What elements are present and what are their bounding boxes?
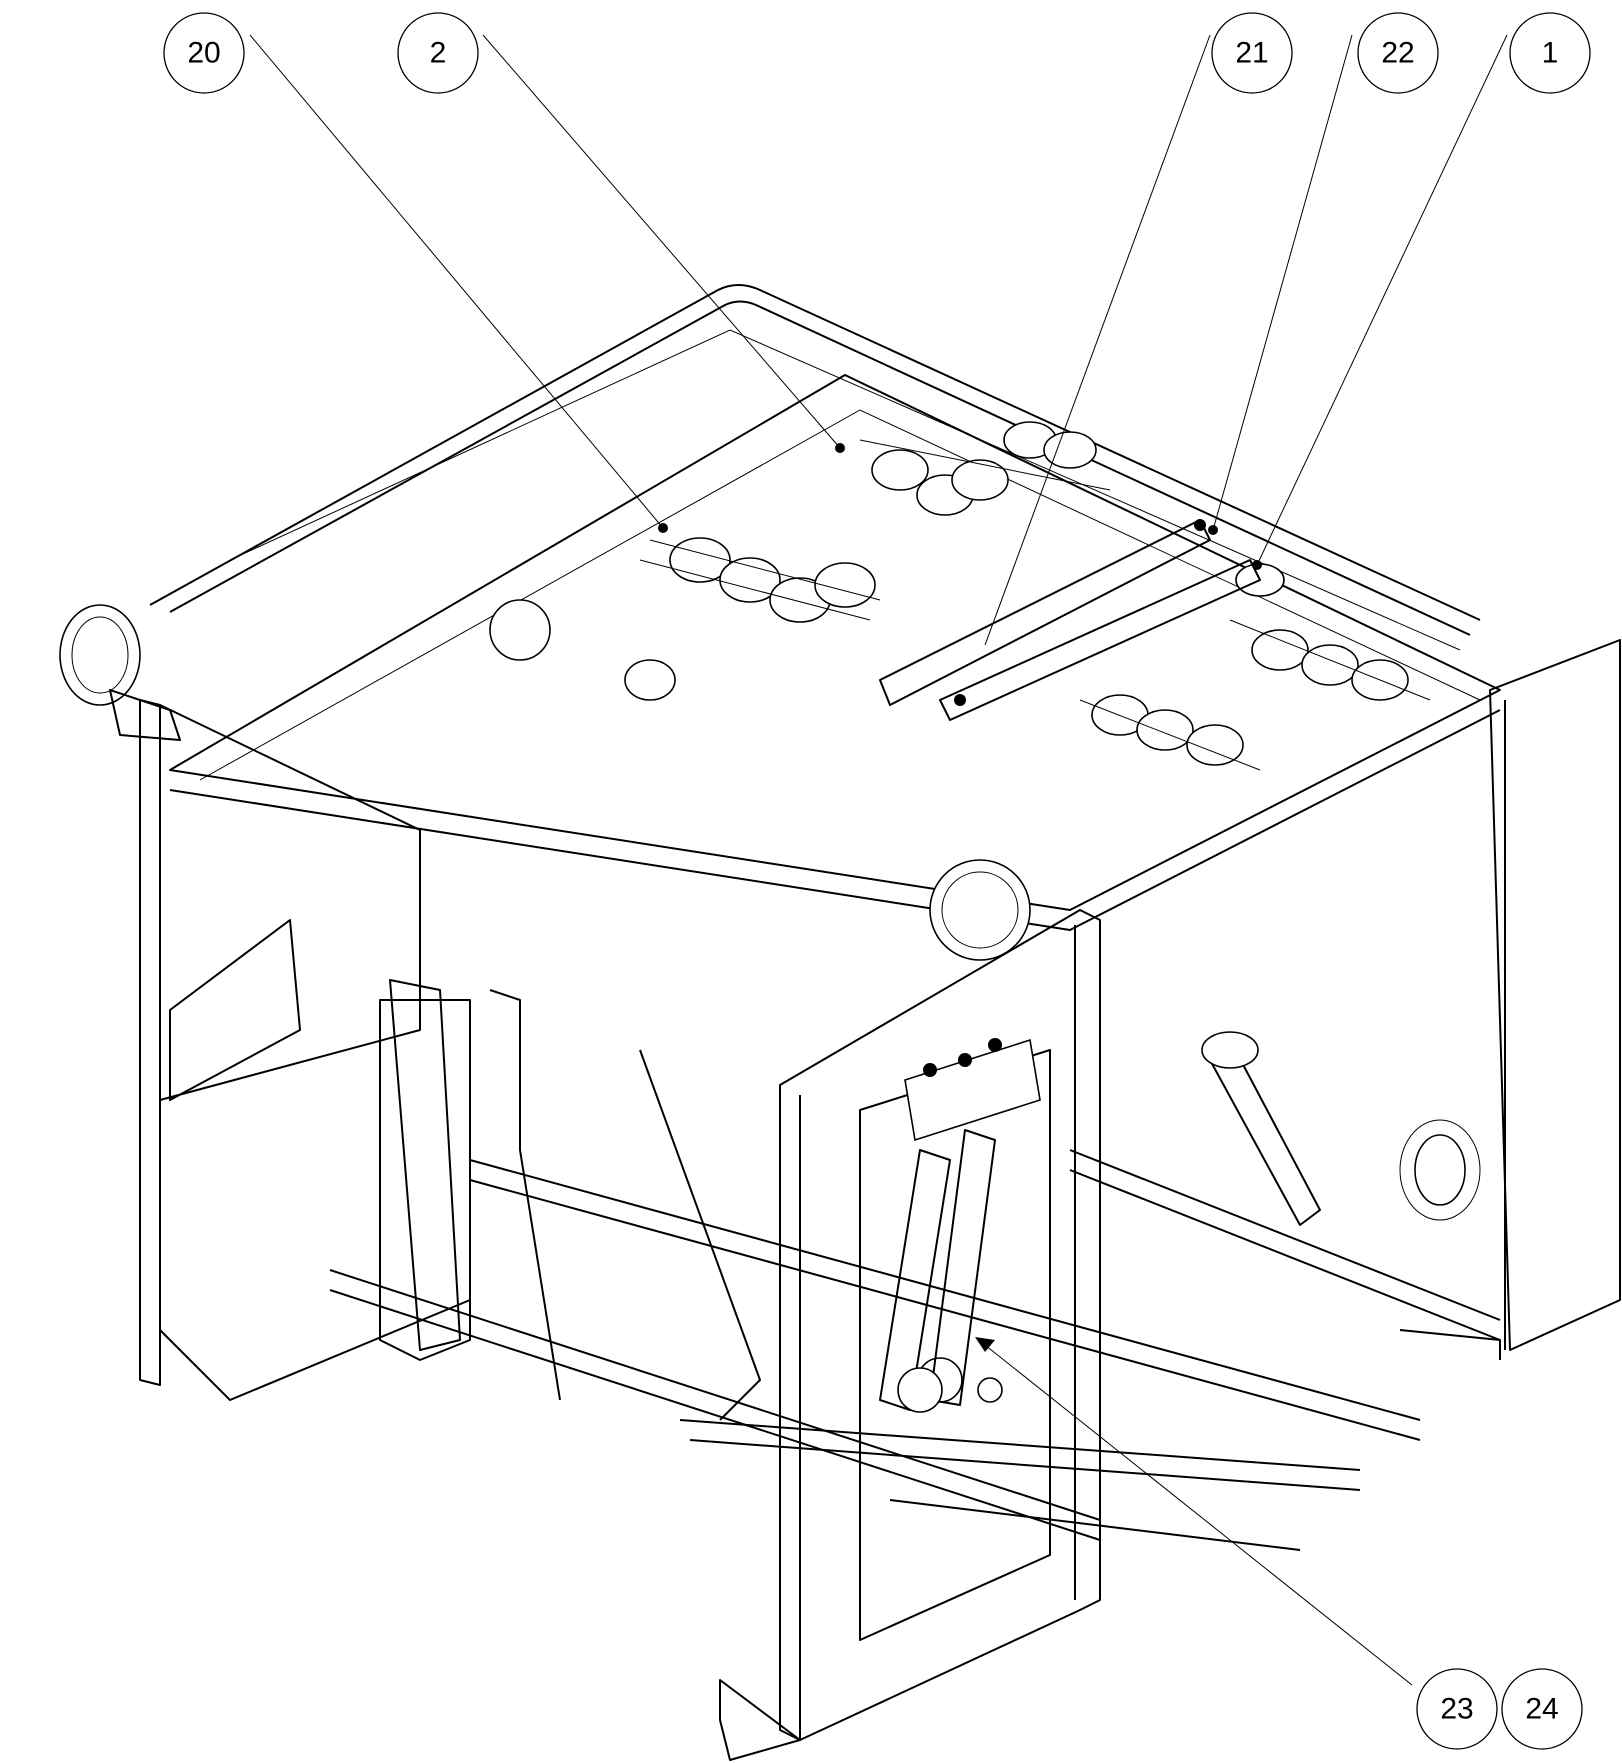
callout-20-label: 20: [187, 37, 220, 70]
center-posts: [389, 979, 761, 1421]
leader-2: [482, 34, 841, 449]
top-guard-rail: [149, 284, 1481, 651]
front-right-frame: [719, 909, 1101, 1761]
leader-lines: [249, 34, 1508, 1686]
callout-22-label: 22: [1381, 37, 1414, 70]
callout-21: 21: [1211, 12, 1293, 94]
callouts: 20 2 21 22 1 23 24: [163, 12, 1591, 1750]
callout-23-label: 23: [1440, 1693, 1473, 1726]
callout-23: 23: [1416, 1668, 1498, 1750]
angled-support: [1201, 1031, 1321, 1226]
base-tubes: [329, 1149, 1501, 1551]
callout-1-label: 1: [1542, 37, 1559, 70]
leader-20: [249, 34, 664, 529]
callout-1: 1: [1509, 12, 1591, 94]
leader-22: [1212, 34, 1353, 531]
top-deck-frame: [169, 374, 1501, 931]
callout-21-label: 21: [1235, 37, 1268, 70]
leader-21: [984, 34, 1211, 646]
leader-23-24-arrow: [975, 1337, 995, 1352]
drive-components: [489, 599, 1481, 1403]
callout-2-label: 2: [430, 37, 447, 70]
callout-22: 22: [1357, 12, 1439, 94]
callout-2: 2: [397, 12, 479, 94]
far-right-frame: [1399, 639, 1621, 1360]
callout-20: 20: [163, 12, 245, 94]
leader-20-dot: [658, 523, 668, 533]
leader-22-dot: [1208, 525, 1218, 535]
perforated-bar: [879, 519, 1261, 721]
belt-drive: [879, 1129, 1003, 1413]
machine-illustration: [59, 284, 1621, 1761]
leader-1: [1256, 34, 1508, 566]
leader-2-dot: [835, 443, 845, 453]
callout-24: 24: [1501, 1668, 1583, 1750]
valve-block: [904, 1038, 1041, 1142]
leader-1-dot: [1252, 560, 1262, 570]
leader-23-24: [984, 1344, 1413, 1686]
callout-24-label: 24: [1525, 1693, 1558, 1726]
rollers: [639, 421, 1431, 771]
left-side-panel: [139, 699, 471, 1401]
hand-wheel: [59, 604, 181, 741]
